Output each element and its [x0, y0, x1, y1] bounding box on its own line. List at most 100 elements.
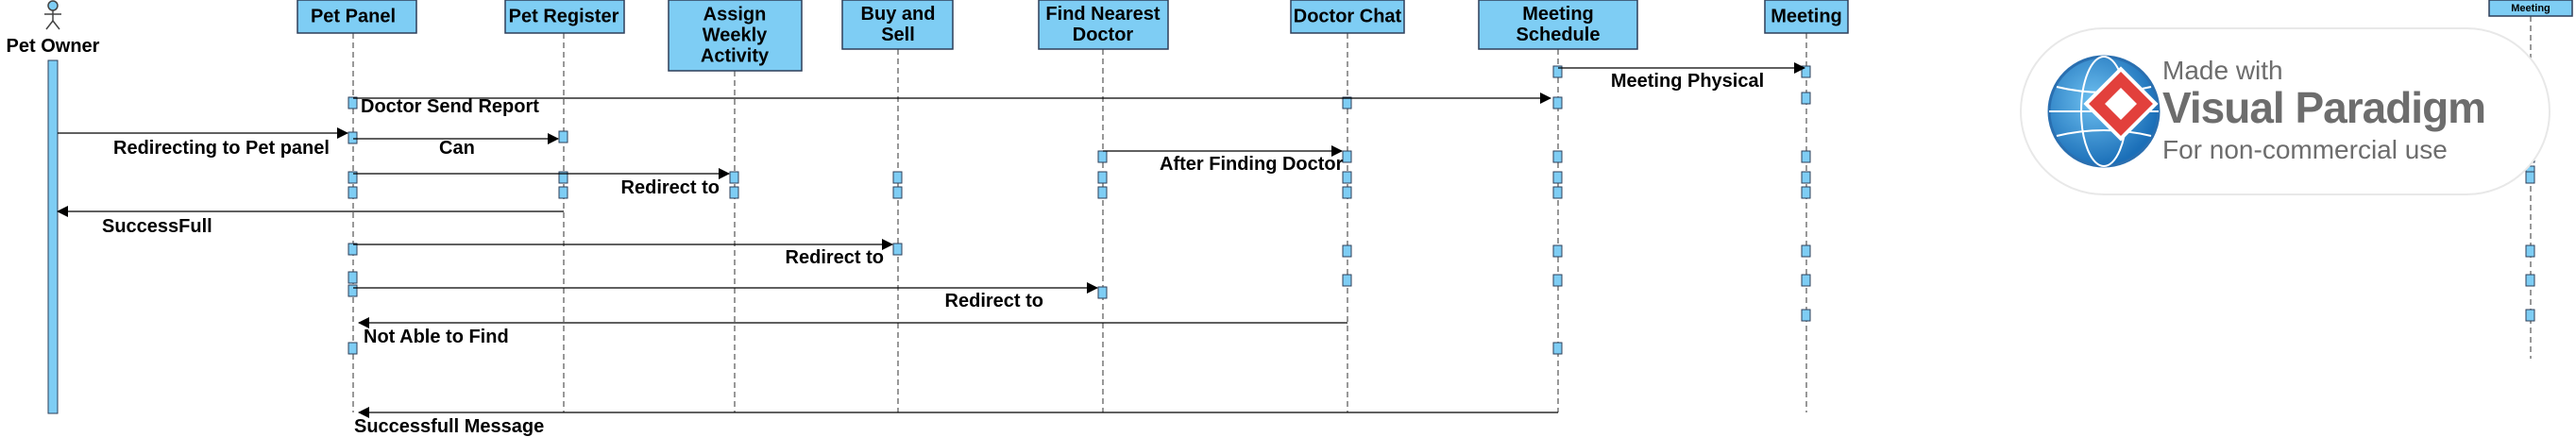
lifeline-label-line: Buy and [861, 4, 936, 25]
activation-marker [2525, 274, 2535, 287]
lifeline-header-pet_panel[interactable]: Pet Panel [297, 0, 417, 34]
activation-marker [1552, 186, 1563, 199]
message-8[interactable]: Redirect to [353, 239, 893, 268]
lifeline-box [504, 0, 625, 34]
activation-marker [1801, 186, 1811, 199]
activation-marker [1552, 65, 1563, 78]
activation-marker [1342, 150, 1352, 163]
activation-marker [1552, 150, 1563, 163]
message-9[interactable]: Redirect to [353, 282, 1098, 311]
lifeline-headers: Pet Panel Pet Register AssignWeeklyActivit… [297, 0, 2573, 72]
message-3[interactable]: Redirecting to Pet panel [58, 127, 348, 159]
message-10[interactable]: Not Able to Find [358, 317, 1347, 347]
activation-marker [2525, 244, 2535, 258]
visual-paradigm-watermark: Made with Visual Paradigm For non-commer… [2020, 27, 2551, 195]
activation-marker [1801, 171, 1811, 184]
lifeline-box [297, 0, 417, 34]
message-label: Redirect to [786, 247, 884, 268]
activation-marker [1552, 342, 1563, 355]
activation-marker [892, 243, 903, 256]
activation-marker [1552, 171, 1563, 184]
message-4[interactable]: Can [353, 133, 559, 159]
message-5[interactable]: Redirect to [353, 168, 730, 198]
watermark-line2: Visual Paradigm [2162, 83, 2485, 132]
lifeline-box [668, 0, 803, 72]
message-2[interactable]: Doctor Send Report [353, 92, 1551, 117]
lifeline-box [1764, 0, 1849, 34]
activation-marker [892, 186, 903, 199]
activation-marker [1342, 186, 1352, 199]
actor-pet-owner[interactable]: Pet Owner [7, 0, 100, 57]
lifeline-label-line: Doctor Chat [1294, 7, 1402, 27]
watermark-badge [2020, 27, 2551, 195]
lifeline-label-line: Meeting [1522, 4, 1594, 25]
activation-marker [347, 342, 358, 355]
lifeline-label-line: Sell [881, 25, 915, 45]
message-label: Not Able to Find [364, 327, 509, 347]
watermark-line3: For non-commercial use [2162, 135, 2448, 164]
activation-marker [729, 171, 739, 184]
activation-marker [1097, 171, 1108, 184]
stick-figure-icon [44, 0, 61, 30]
activation-marker [1342, 274, 1352, 287]
message-1[interactable]: Meeting Physical [1558, 62, 1805, 92]
actor-label: Pet Owner [7, 36, 100, 57]
activation-marker [729, 186, 739, 199]
lifeline-header-meeting_right[interactable]: Meeting [2488, 0, 2573, 17]
message-7[interactable]: SuccessFull [57, 206, 564, 237]
activation-marker [2525, 309, 2535, 322]
message-11[interactable]: Successfull Message [354, 407, 1558, 437]
lifeline-label-line: Assign [703, 5, 767, 25]
lifeline-label-line: Pet Panel [311, 7, 396, 27]
activation-marker [558, 130, 568, 143]
activation-marker [1801, 274, 1811, 287]
activation-marker [558, 171, 568, 184]
lifeline-header-meeting[interactable]: Meeting [1764, 0, 1849, 34]
lifeline-label-line: Find Nearest [1045, 4, 1160, 25]
activation-marker [1097, 286, 1108, 299]
lifeline-label-line: Weekly [703, 25, 768, 46]
activation-marker [1097, 186, 1108, 199]
lifelines-layer [352, 16, 2532, 412]
activation-marker [2525, 171, 2535, 184]
lifeline-label-line: Meeting [1771, 7, 1842, 27]
activation-marker [347, 284, 358, 297]
activation-marker [347, 243, 358, 256]
lifeline-label-line: Activity [701, 46, 770, 67]
message-label: Can [439, 138, 475, 159]
activations-layer [47, 59, 2535, 414]
activation-marker [347, 186, 358, 199]
message-label: After Finding Doctor [1160, 154, 1344, 175]
activation-marker [892, 171, 903, 184]
lifeline-box [1478, 0, 1638, 50]
lifeline-label-line: Pet Register [509, 7, 619, 27]
lifeline-label-line: Meeting [2511, 3, 2551, 14]
lifeline-box [1290, 0, 1405, 34]
lifeline-box [841, 0, 954, 50]
lifeline-header-pet_register[interactable]: Pet Register [504, 0, 625, 34]
activation-marker [1342, 171, 1352, 184]
message-label: Meeting Physical [1611, 71, 1764, 92]
activation-marker [1552, 274, 1563, 287]
lifeline-header-doctor_chat[interactable]: Doctor Chat [1290, 0, 1405, 34]
activation-marker [347, 131, 358, 144]
message-label: Successfull Message [354, 416, 544, 437]
activation-marker [1097, 150, 1108, 163]
activation-marker [1342, 96, 1352, 109]
activation-marker [1801, 244, 1811, 258]
activation-marker [347, 271, 358, 284]
activation-marker [1801, 92, 1811, 105]
message-6[interactable]: After Finding Doctor [1103, 145, 1344, 175]
activation-marker [1552, 244, 1563, 258]
globe-icon [2047, 55, 2161, 168]
lifeline-label-line: Schedule [1517, 25, 1601, 45]
message-label: Redirect to [621, 177, 720, 198]
message-label: Doctor Send Report [361, 96, 539, 117]
activation-marker [1342, 244, 1352, 258]
